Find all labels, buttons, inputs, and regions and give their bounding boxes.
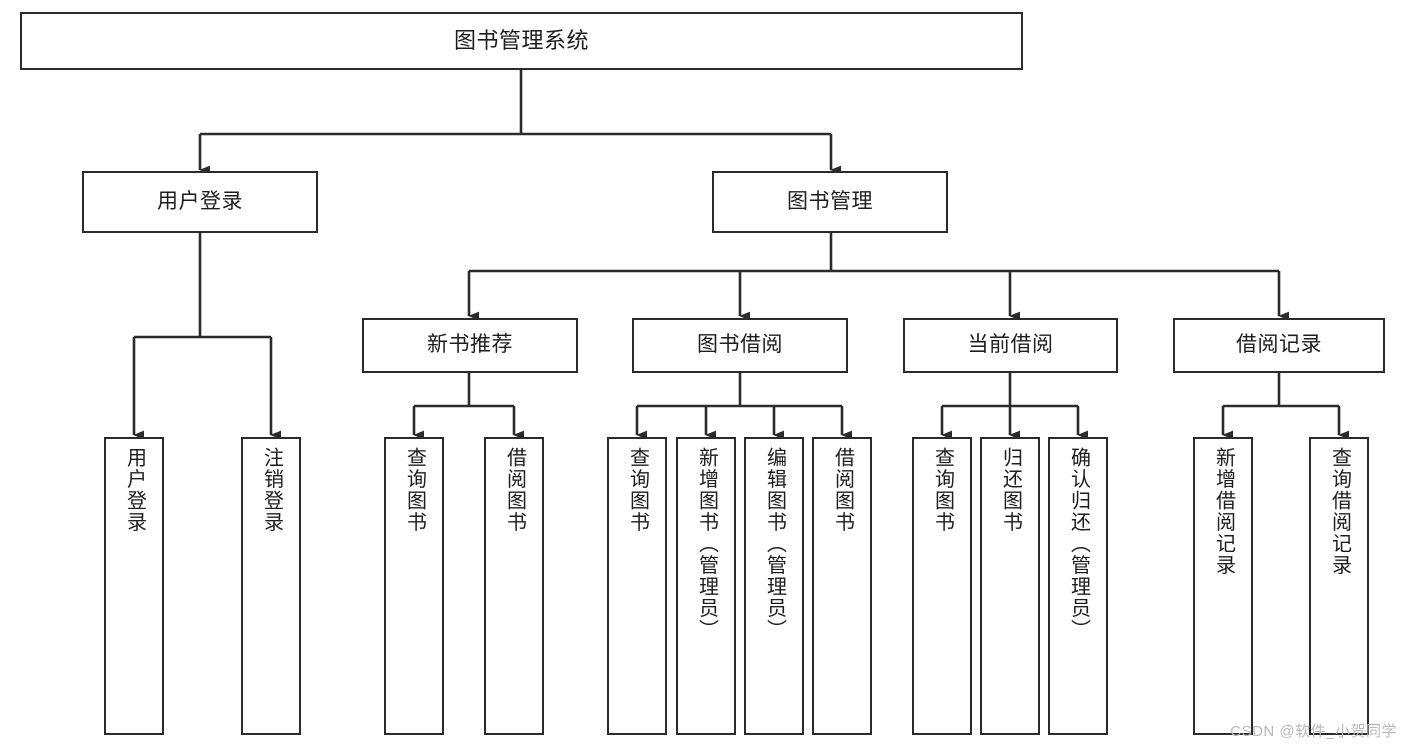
leaf-user-login-logout[interactable]: 注销登录 <box>241 437 301 735</box>
node-label: 新增图书（管理员） <box>695 447 718 641</box>
node-label: 借阅图书 <box>503 447 526 533</box>
leaf-current-borrow-query-book[interactable]: 查询图书 <box>912 437 972 735</box>
node-book-management[interactable]: 图书管理 <box>712 171 948 233</box>
node-label: 编辑图书（管理员） <box>763 447 786 641</box>
node-current-borrow[interactable]: 当前借阅 <box>903 318 1118 373</box>
csdn-watermark: CSDN @软件_小贺同学 <box>1230 723 1397 740</box>
leaf-current-borrow-return-book[interactable]: 归还图书 <box>980 437 1040 735</box>
node-label: 新书推荐 <box>427 333 513 357</box>
leaf-book-borrow-edit-book-admin[interactable]: 编辑图书（管理员） <box>744 437 804 735</box>
leaf-new-book-query-book[interactable]: 查询图书 <box>384 437 444 735</box>
leaf-book-borrow-borrow-book[interactable]: 借阅图书 <box>812 437 872 735</box>
node-label: 图书借阅 <box>697 333 783 357</box>
leaf-borrow-record-query-record[interactable]: 查询借阅记录 <box>1309 437 1369 735</box>
node-root-book-management-system[interactable]: 图书管理系统 <box>20 12 1023 70</box>
node-label: 查询图书 <box>403 447 426 533</box>
leaf-current-borrow-confirm-return-admin[interactable]: 确认归还（管理员） <box>1048 437 1108 735</box>
leaf-user-login-login[interactable]: 用户登录 <box>104 437 164 735</box>
leaf-borrow-record-add-record[interactable]: 新增借阅记录 <box>1193 437 1253 735</box>
node-label: 当前借阅 <box>967 333 1054 357</box>
node-label: 图书管理系统 <box>453 28 589 54</box>
node-label: 查询图书 <box>626 447 649 533</box>
node-label: 借阅记录 <box>1236 333 1322 357</box>
node-label: 用户登录 <box>123 447 146 533</box>
node-borrow-record[interactable]: 借阅记录 <box>1173 318 1385 373</box>
node-label: 注销登录 <box>260 447 283 533</box>
node-user-login[interactable]: 用户登录 <box>82 171 318 233</box>
node-book-borrow[interactable]: 图书借阅 <box>632 318 848 373</box>
node-label: 查询图书 <box>931 447 954 533</box>
node-label: 借阅图书 <box>831 447 854 533</box>
leaf-book-borrow-query-book[interactable]: 查询图书 <box>607 437 667 735</box>
node-label: 用户登录 <box>157 189 243 213</box>
leaf-book-borrow-add-book-admin[interactable]: 新增图书（管理员） <box>676 437 736 735</box>
node-label: 新增借阅记录 <box>1212 447 1235 576</box>
leaf-new-book-borrow-book[interactable]: 借阅图书 <box>484 437 544 735</box>
node-label: 查询借阅记录 <box>1328 447 1351 576</box>
node-label: 确认归还（管理员） <box>1067 447 1090 641</box>
node-label: 图书管理 <box>787 189 873 213</box>
node-new-book-recommendation[interactable]: 新书推荐 <box>362 318 578 373</box>
node-label: 归还图书 <box>999 447 1022 533</box>
